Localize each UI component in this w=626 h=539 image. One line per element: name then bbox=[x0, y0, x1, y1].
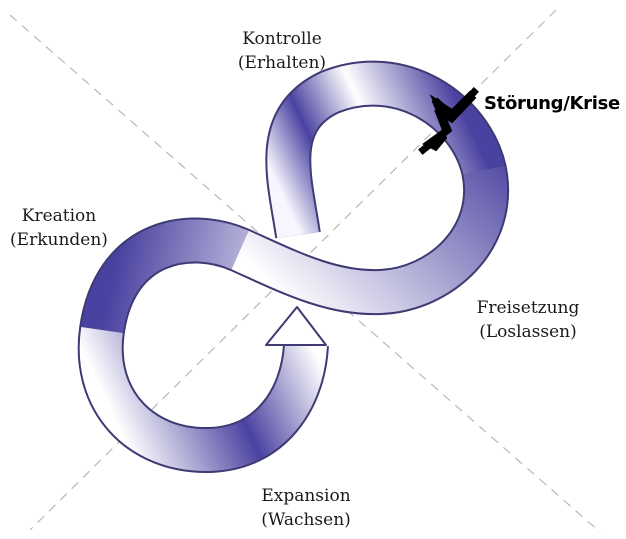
label-release-subtitle: (Loslassen) bbox=[479, 322, 577, 342]
loop-reorganization-band bbox=[81, 219, 249, 334]
loop-upper-band bbox=[267, 62, 505, 239]
label-reorganization-title: Kreation bbox=[21, 206, 97, 226]
label-release: Freisetzung (Loslassen) bbox=[463, 296, 593, 344]
lightning-bolt-stroke bbox=[418, 87, 479, 155]
infinity-loop bbox=[77, 60, 509, 473]
label-reorganization-subtitle: (Erkunden) bbox=[10, 230, 108, 250]
arrowhead-icon bbox=[265, 306, 327, 346]
label-crisis: Störung/Krise bbox=[484, 93, 620, 114]
label-exploitation: Expansion (Wachsen) bbox=[236, 484, 376, 532]
loop-release-band bbox=[231, 165, 507, 314]
label-conservation-title: Kontrolle bbox=[242, 29, 322, 49]
label-conservation-subtitle: (Erhalten) bbox=[237, 53, 327, 73]
loop-exploitation-band bbox=[79, 327, 327, 472]
label-conservation: Kontrolle (Erhalten) bbox=[212, 27, 352, 75]
label-reorganization: Kreation (Erkunden) bbox=[0, 204, 118, 252]
label-exploitation-subtitle: (Wachsen) bbox=[261, 510, 351, 530]
label-exploitation-title: Expansion bbox=[261, 486, 351, 506]
label-release-title: Freisetzung bbox=[476, 298, 580, 318]
